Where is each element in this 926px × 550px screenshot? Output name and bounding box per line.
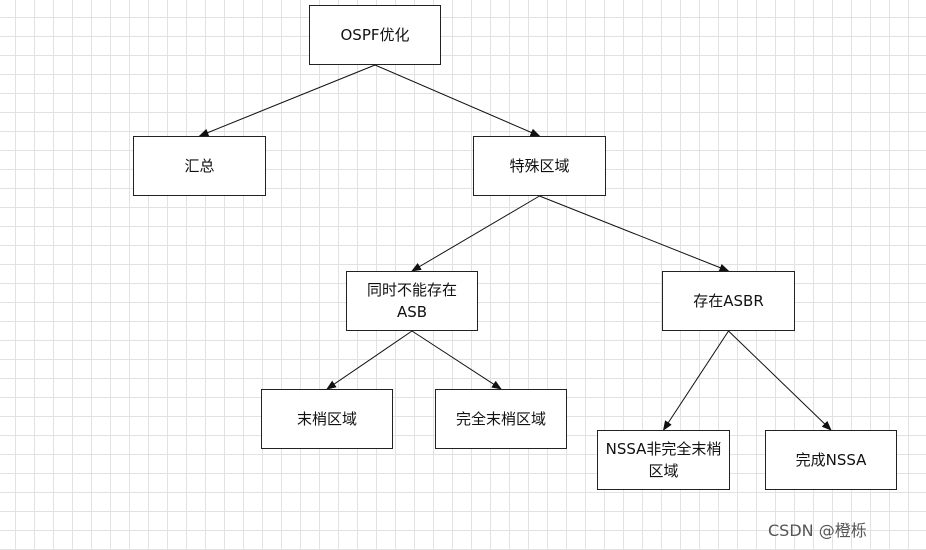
node-special-area: 特殊区域 (473, 136, 606, 196)
node-totally-nssa: 完成NSSA (765, 430, 897, 490)
edge-has_asbr-to-totally_nssa (728, 330, 832, 431)
node-summary: 汇总 (133, 136, 266, 196)
node-nssa: NSSA非完全末梢区域 (597, 430, 730, 490)
edge-root-to-summary (198, 64, 376, 137)
edge-has_asbr-to-nssa (662, 330, 729, 431)
edge-no_asbr-to-stub (326, 330, 413, 390)
node-no-asbr: 同时不能存在ASB (346, 271, 478, 331)
node-has-asbr: 存在ASBR (662, 271, 795, 331)
edge-special_area-to-has_asbr (539, 195, 730, 272)
edge-root-to-special_area (374, 64, 541, 137)
node-stub-area: 末梢区域 (261, 389, 393, 449)
edge-special_area-to-no_asbr (411, 195, 540, 272)
csdn-watermark: CSDN @橙栎 (768, 521, 867, 540)
edge-group (198, 64, 832, 431)
edge-no_asbr-to-totally_stub (411, 330, 502, 390)
node-totally-stub-area: 完全末梢区域 (435, 389, 567, 449)
node-ospf-optimization: OSPF优化 (309, 5, 441, 65)
